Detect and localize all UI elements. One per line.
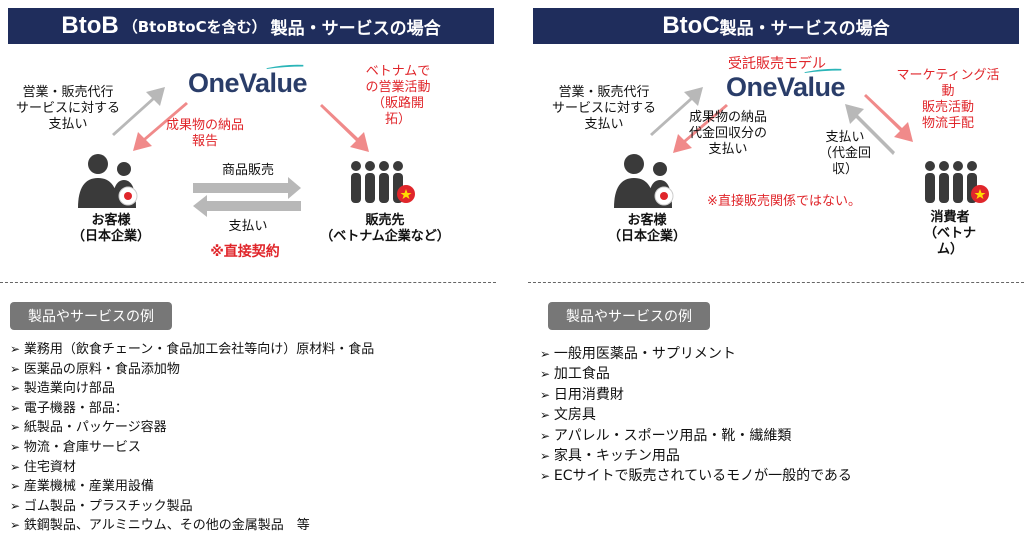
person-pair-japan-flag-icon	[78, 154, 138, 208]
logo-swoosh-icon-right	[804, 68, 842, 73]
onevalue-logo-text: OneValue	[188, 68, 308, 98]
right-person-pair-japan-flag-icon	[614, 154, 674, 208]
list-item: 電子機器・部品：	[10, 399, 374, 419]
list-item: ECサイトで販売されているモノが一般的である	[540, 466, 852, 486]
list-item: 文房具	[540, 405, 852, 425]
list-item: 日用消費財	[540, 385, 852, 405]
list-item: 鉄鋼製品、アルミニウム、その他の金属製品 等	[10, 516, 374, 536]
list-item: 紙製品・パッケージ容器	[10, 418, 374, 438]
right-divider	[528, 282, 1024, 283]
list-item: 医薬品の原料・食品添加物	[10, 360, 374, 380]
btob-banner-title: BtoB	[61, 12, 119, 39]
btob-banner-subtitle: （BtoBtoCを含む）	[122, 17, 267, 36]
right-customer-label: お客様 （日本企業）	[607, 213, 686, 244]
right-crowd-vietnam-flag-icon	[925, 161, 989, 203]
list-item: 家具・キッチン用品	[540, 446, 852, 466]
right-examples-header: 製品やサービスの例	[548, 302, 710, 330]
right-consumer-label: 消費者 （ベトナ ム）	[923, 210, 976, 257]
crowd-vietnam-flag-icon	[351, 161, 415, 203]
left-divider	[0, 282, 496, 283]
list-item: 住宅資材	[10, 458, 374, 478]
left-product-sales-text: 商品販売	[221, 163, 274, 178]
btoc-banner: BtoC 製品・サービスの場合	[533, 8, 1019, 44]
onevalue-logo: OneValue	[188, 64, 308, 99]
left-payment-agency-text: 営業・販売代行 サービスに対する 支払い	[15, 85, 120, 132]
list-item: ゴム製品・プラスチック製品	[10, 497, 374, 517]
btoc-banner-rest: 製品・サービスの場合	[719, 18, 890, 39]
right-consignment-model-text: 受託販売モデル	[728, 56, 826, 72]
list-item: アパレル・スポーツ用品・靴・繊維類	[540, 426, 852, 446]
left-seller-label: 販売先 （ベトナム企業など）	[320, 213, 450, 244]
list-item: 加工食品	[540, 364, 852, 384]
left-examples-header: 製品やサービスの例	[10, 302, 172, 330]
right-not-direct-text: ※直接販売関係ではない。	[707, 194, 861, 209]
right-payment-agency-text: 営業・販売代行 サービスに対する 支払い	[551, 85, 656, 132]
right-deliverables-text: 成果物の納品 代金回収分の 支払い	[688, 110, 767, 157]
onevalue-logo-right: OneValue	[726, 68, 846, 103]
left-customer-label: お客様 （日本企業）	[71, 213, 150, 244]
right-payment-collection-text: 支払い （代金回 収）	[818, 130, 871, 177]
left-direct-contract-text: ※直接契約	[210, 244, 280, 260]
list-item: 業務用（飲食チェーン・食品加工会社等向け）原材料・食品	[10, 340, 374, 360]
right-marketing-text: マーケティング活 動 販売活動 物流手配	[896, 68, 1000, 131]
left-payment-text: 支払い	[228, 219, 268, 234]
list-item: 物流・倉庫サービス	[10, 438, 374, 458]
btob-banner-rest: 製品・サービスの場合	[270, 18, 441, 39]
list-item: 一般用医薬品・サプリメント	[540, 344, 852, 364]
list-item: 産業機械・産業用設備	[10, 477, 374, 497]
left-examples-list: 業務用（飲食チェーン・食品加工会社等向け）原材料・食品 医薬品の原料・食品添加物…	[10, 340, 374, 536]
logo-swoosh-icon	[266, 64, 304, 69]
left-vietnam-sales-text: ベトナムで の営業活動 （販路開 拓）	[365, 64, 431, 127]
right-examples-list: 一般用医薬品・サプリメント 加工食品 日用消費財 文房具 アパレル・スポーツ用品…	[540, 344, 852, 487]
onevalue-logo-right-text: OneValue	[726, 72, 846, 102]
list-item: 製造業向け部品	[10, 379, 374, 399]
btoc-banner-title: BtoC	[662, 12, 720, 39]
btob-banner: BtoB （BtoBtoCを含む） 製品・サービスの場合	[8, 8, 494, 44]
left-deliverables-text: 成果物の納品 報告	[165, 118, 244, 149]
